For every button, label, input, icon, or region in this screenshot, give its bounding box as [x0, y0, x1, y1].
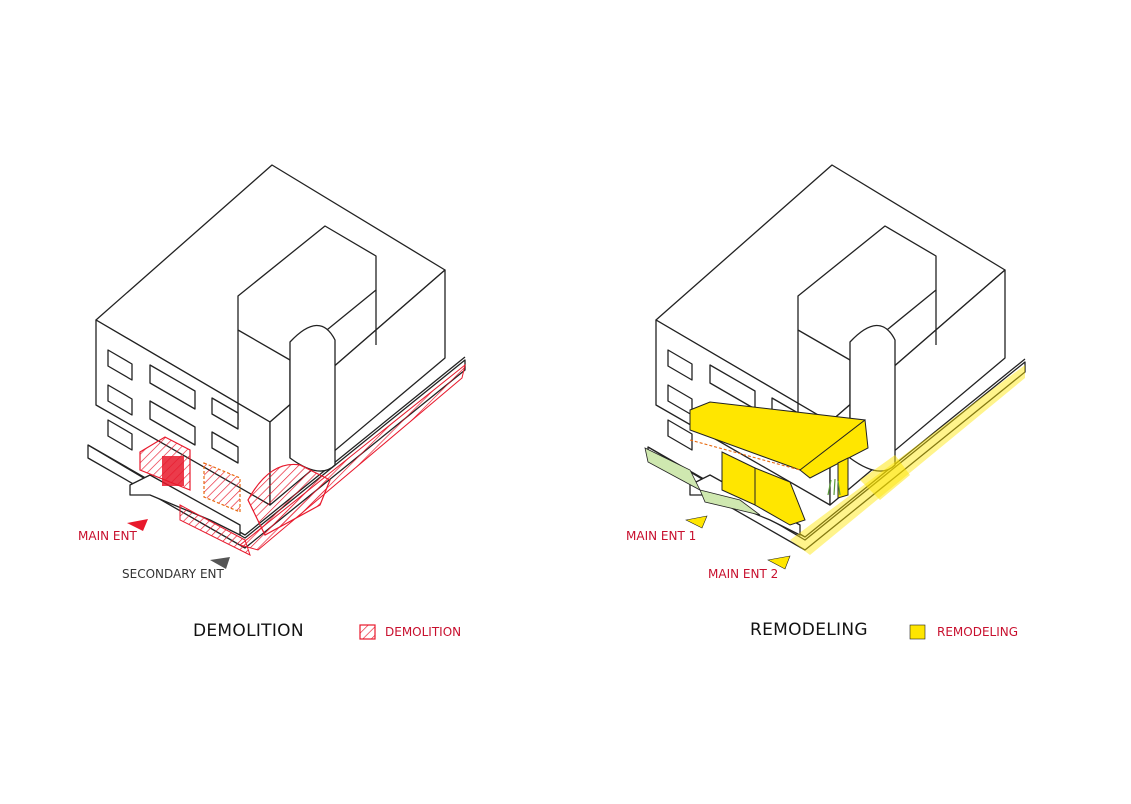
remodeling-areas — [644, 365, 1025, 555]
main-ent-2-arrow — [767, 555, 791, 570]
main-ent-1-label: MAIN ENT 1 — [626, 529, 697, 543]
demolition-legend-label: DEMOLITION — [385, 625, 462, 639]
secondary-ent-label: SECONDARY ENT — [122, 567, 224, 581]
demolition-legend-swatch — [359, 624, 376, 640]
main-ent-2-label: MAIN ENT 2 — [708, 567, 779, 581]
demolition-building — [87, 164, 466, 549]
demolition-title: DEMOLITION — [193, 621, 304, 641]
secondary-ent-arrow — [210, 557, 230, 569]
remodeling-title: REMODELING — [750, 620, 868, 640]
main-ent-1-arrow — [685, 515, 708, 529]
main-ent-arrow — [127, 519, 148, 531]
demolition-areas — [139, 363, 466, 556]
remodeling-legend-swatch — [909, 624, 926, 640]
remodeling-legend-label: REMODELING — [937, 625, 1019, 639]
main-ent-label: MAIN ENT — [78, 529, 137, 543]
